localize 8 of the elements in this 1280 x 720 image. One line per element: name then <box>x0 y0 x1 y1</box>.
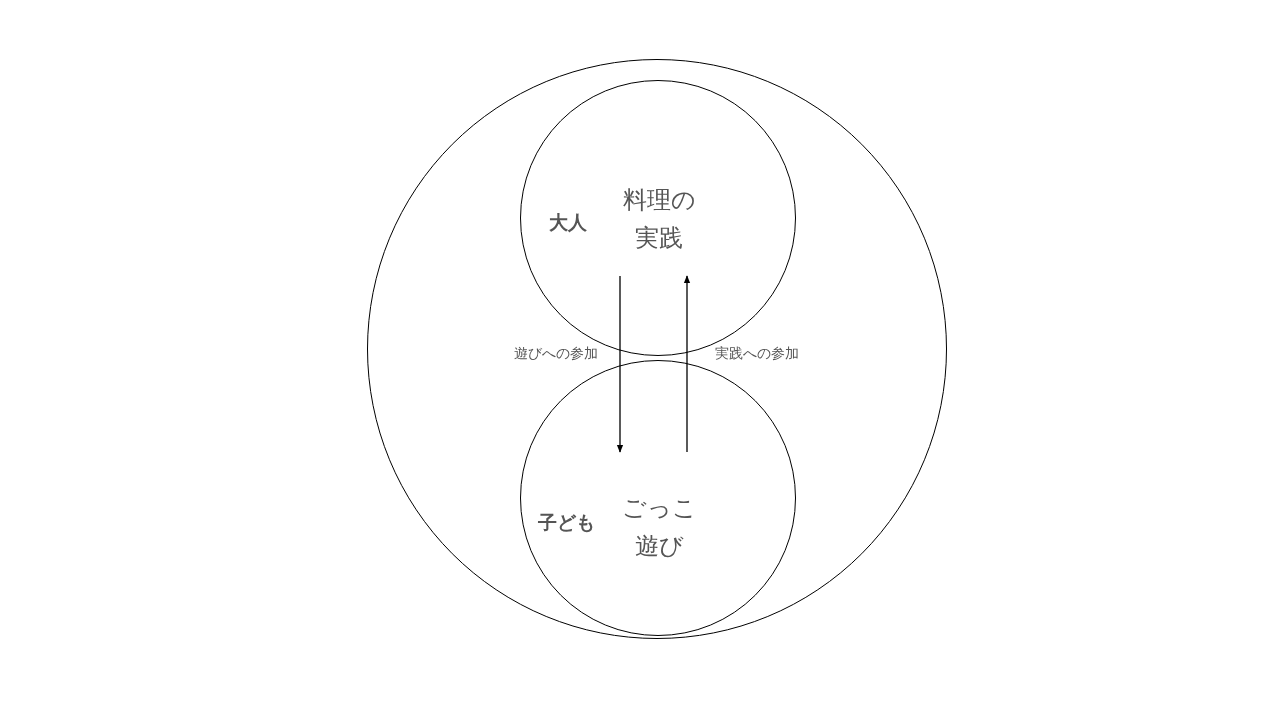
arrow <box>683 275 691 453</box>
arrow <box>616 275 624 453</box>
role-label: 大人 <box>548 210 588 235</box>
node-text: ごっこ遊び <box>620 493 698 563</box>
edge-label: 実践への参加 <box>715 345 799 363</box>
role-label: 子ども <box>536 510 596 535</box>
node-text: 料理の実践 <box>621 185 697 255</box>
edge-label: 遊びへの参加 <box>514 345 598 363</box>
